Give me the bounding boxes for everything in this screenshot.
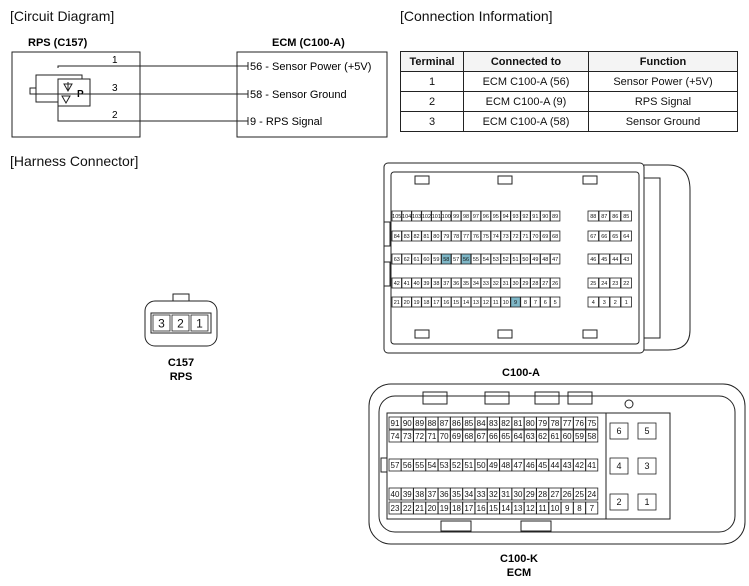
ecm-pin-56-label: 56 - Sensor Power (+5V) [250,61,371,73]
wires [29,62,249,125]
connection-info-header: [Connection Information] [400,8,553,24]
table-row: 2 ECM C100-A (9) RPS Signal [400,91,738,112]
col-terminal: Terminal [400,51,464,72]
table-row: 3 ECM C100-A (58) Sensor Ground [400,111,738,132]
cell-connected-to: ECM C100-A (9) [463,91,589,112]
cell-connected-to: ECM C100-A (56) [463,71,589,92]
harness-connector-header: [Harness Connector] [10,153,139,169]
ecm-pin-58-label: 58 - Sensor Ground [250,89,347,101]
ecm-title: ECM (C100-A) [272,37,345,49]
cell-function: RPS Signal [588,91,738,112]
col-connected-to: Connected to [463,51,589,72]
cell-terminal: 3 [400,111,464,132]
cell-connected-to: ECM C100-A (58) [463,111,589,132]
connection-table: Terminal Connected to Function 1 ECM C10… [400,51,738,132]
wire-terminal-1: 1 [112,55,118,66]
rps-title: RPS (C157) [28,37,88,49]
table-row: 1 ECM C100-A (56) Sensor Power (+5V) [400,71,738,92]
wire-terminal-2: 2 [112,110,118,121]
ecm-pin-9-label: 9 - RPS Signal [250,116,322,128]
circuit-diagram-header: [Circuit Diagram] [10,8,115,24]
table-header-row: Terminal Connected to Function [400,51,738,72]
cell-function: Sensor Ground [588,111,738,132]
col-function: Function [588,51,738,72]
wire-terminal-3: 3 [112,83,118,94]
cell-function: Sensor Power (+5V) [588,71,738,92]
cell-terminal: 1 [400,71,464,92]
cell-terminal: 2 [400,91,464,112]
position-sensor-symbol: P [35,74,91,107]
